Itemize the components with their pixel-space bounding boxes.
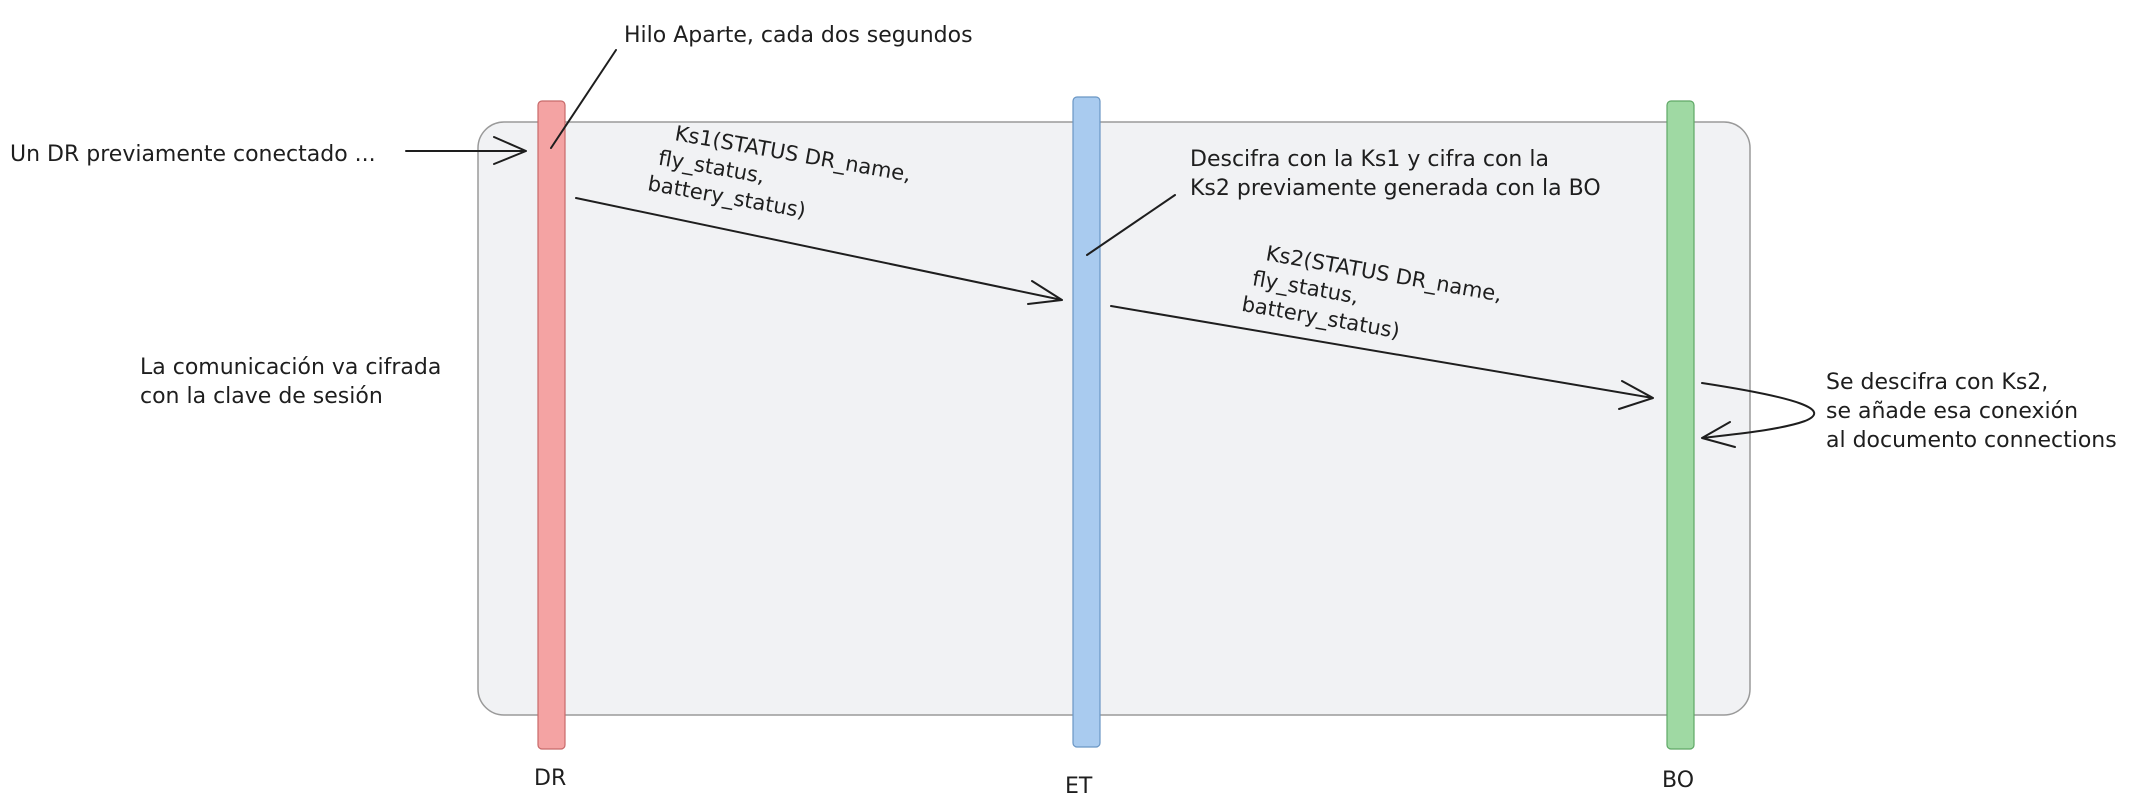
et-action-line-2: Ks2 previamente generada con la BO xyxy=(1190,176,1601,201)
message-et-to-bo-arrow xyxy=(1110,305,1654,410)
region-note: La comunicación va cifrada con la clave … xyxy=(140,355,448,409)
et-action-line-1: Descifra con la Ks1 y cifra con la xyxy=(1190,147,1549,172)
thread-note-connector xyxy=(550,49,617,149)
encrypted-region xyxy=(477,121,1751,716)
et-action-note: Descifra con la Ks1 y cifra con la Ks2 p… xyxy=(1190,147,1601,201)
lifeline-et-bar xyxy=(1072,96,1101,748)
lifeline-bo-label: BO xyxy=(1662,768,1694,793)
lifeline-bo-bar xyxy=(1666,100,1695,750)
et-action-connector xyxy=(1086,194,1176,256)
prev-connected-arrow xyxy=(405,136,527,165)
lifeline-et-label: ET xyxy=(1065,774,1093,799)
bo-action-line-2: se añade esa conexión xyxy=(1826,399,2078,424)
bo-self-loop-arrow xyxy=(1701,382,1816,448)
bo-action-line-3: al documento connections xyxy=(1826,428,2117,453)
bo-action-note: Se descifra con Ks2, se añade esa conexi… xyxy=(1826,370,2117,453)
region-note-line-2: con la clave de sesión xyxy=(140,384,383,409)
thread-note: Hilo Aparte, cada dos segundos xyxy=(624,23,973,48)
message-dr-to-et-arrow xyxy=(575,197,1063,305)
prev-connected-note: Un DR previamente conectado ... xyxy=(10,142,376,167)
lifeline-dr-label: DR xyxy=(534,766,566,791)
region-note-line-1: La comunicación va cifrada xyxy=(140,355,441,380)
lifeline-dr-bar xyxy=(537,100,566,750)
bo-action-line-1: Se descifra con Ks2, xyxy=(1826,370,2048,395)
